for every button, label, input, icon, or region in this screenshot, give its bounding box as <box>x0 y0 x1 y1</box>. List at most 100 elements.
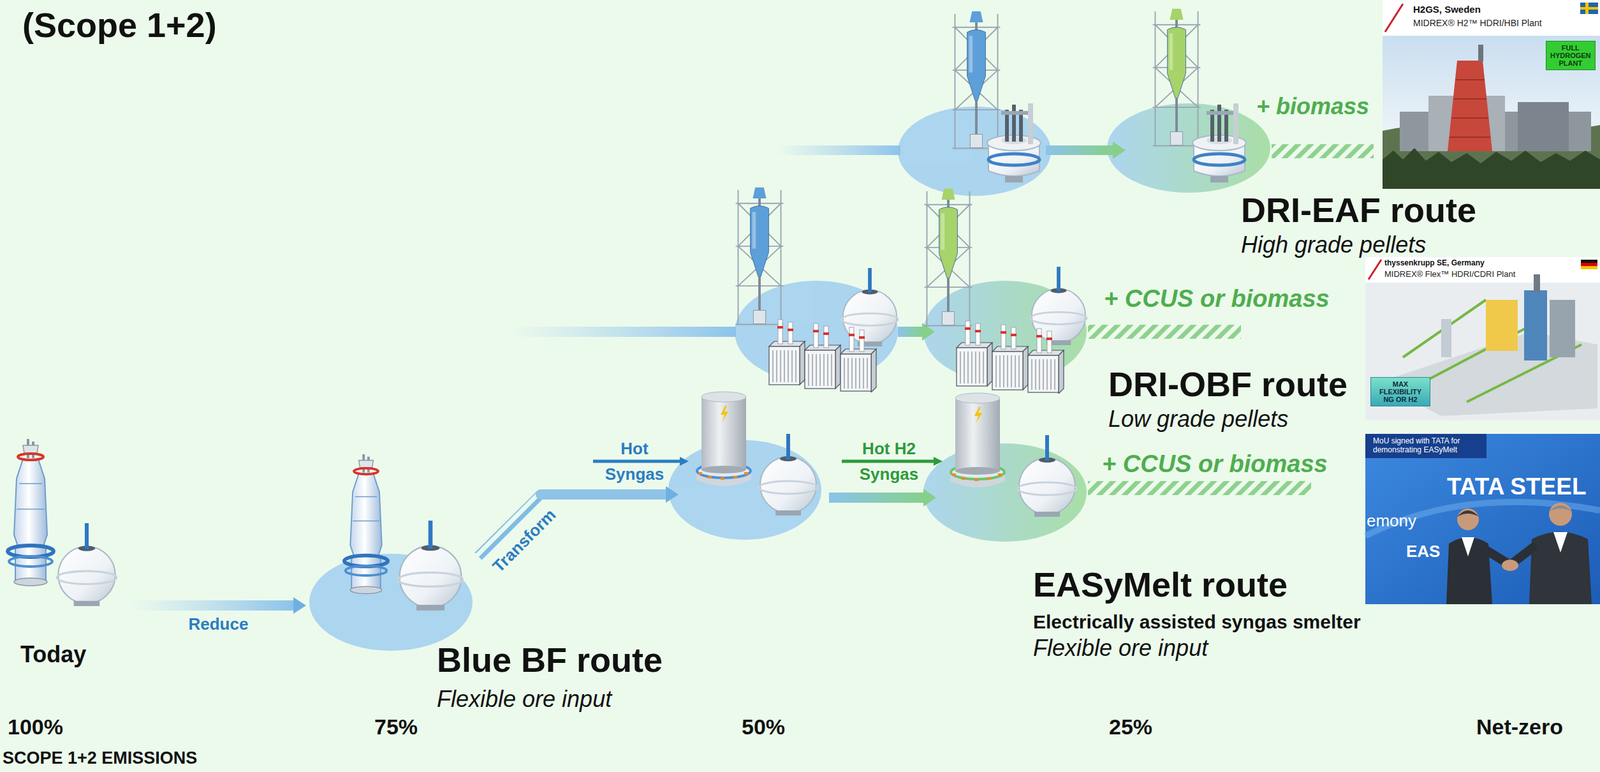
route-title: DRI-OBF route <box>1108 364 1348 404</box>
forest <box>1382 147 1600 189</box>
syngas-arrows <box>593 456 943 466</box>
shaft-furnace <box>952 11 1001 149</box>
axis-label: 25% <box>1108 714 1153 740</box>
converter <box>397 520 463 611</box>
person <box>1529 531 1592 605</box>
flow-label: Hot Syngas <box>602 435 667 487</box>
route-subtitle: Electrically assisted syngas smelter <box>1033 610 1361 634</box>
arc-furnace <box>987 103 1041 183</box>
route-group: DRI-EAF routeHigh grade pellets <box>1230 188 1486 261</box>
brand-mark <box>1385 3 1403 32</box>
hatched-band <box>1087 324 1241 339</box>
flag <box>1580 262 1598 266</box>
head <box>1457 508 1479 530</box>
option-label: + CCUS or biomass <box>1103 285 1330 314</box>
connector-band <box>540 489 666 500</box>
hatched-band <box>1271 144 1374 159</box>
flag <box>1580 265 1598 270</box>
route-note: Low grade pellets <box>1108 406 1289 432</box>
converter <box>758 433 818 516</box>
connector-joint <box>535 489 546 500</box>
photo-ground <box>1382 0 1600 189</box>
route-title: Blue BF route <box>436 639 663 680</box>
photo-header <box>1382 0 1600 36</box>
converter <box>56 522 117 606</box>
photo-panel: TATA STEELemonyEASMoU signed with TATA f… <box>1365 433 1600 604</box>
open-bath-furnace <box>769 319 877 393</box>
photo-header <box>1365 256 1600 283</box>
photo-panel: thyssenkrupp SE, GermanyMIDREX® Flex™ HD… <box>1365 256 1600 421</box>
syngas-arrow <box>593 459 682 463</box>
photo-scene <box>1365 256 1600 421</box>
photo-title: thyssenkrupp SE, Germany <box>1384 258 1485 268</box>
syngas-arrow <box>841 459 935 463</box>
shaft-furnace <box>1152 8 1201 147</box>
connector-label: Transform <box>489 505 560 576</box>
photo-caption: MIDREX® Flex™ HDRI/CDRI Plant <box>1384 269 1516 280</box>
arc-furnace <box>1192 103 1247 183</box>
brand-mark <box>1368 259 1382 280</box>
hatched-band <box>1087 480 1312 495</box>
route-title: DRI-EAF route <box>1240 190 1477 230</box>
plant-building <box>1549 299 1576 358</box>
flow-head <box>1112 141 1126 159</box>
converter <box>1017 434 1077 517</box>
diagram-title: (Scope 1+2) <box>22 5 217 45</box>
caption-tab: MoU signed with TATA for demonstrating E… <box>1365 433 1487 458</box>
handshake <box>1501 559 1519 571</box>
badge-box: MAX FLEXIBILITY NG OR H2 <box>1370 376 1431 407</box>
shirt <box>1461 536 1475 557</box>
plant-building <box>1485 299 1518 351</box>
plant-tower <box>1441 318 1452 358</box>
flag <box>1580 2 1599 15</box>
arrow-head <box>293 596 307 614</box>
photo-caption: MIDREX® H2™ HDRI/HBI Plant <box>1413 17 1542 29</box>
axis-label: 75% <box>374 714 418 740</box>
photo-panel: H2GS, SwedenMIDREX® H2™ HDRI/HBI PlantFU… <box>1382 0 1600 189</box>
arrow-head <box>679 456 689 466</box>
flag <box>1580 7 1599 10</box>
route-group: Blue BF routeFlexible ore input <box>306 556 676 715</box>
stack <box>1478 44 1484 62</box>
hair <box>1457 510 1479 517</box>
flow-pipe <box>829 492 925 503</box>
flow-pipe <box>1045 145 1113 155</box>
shaft-furnace <box>924 188 973 326</box>
banner-text: EAS <box>1406 542 1440 562</box>
tab-text: MoU signed with TATA for demonstrating E… <box>1372 436 1481 455</box>
smelter <box>696 391 752 486</box>
axis-title: SCOPE 1+2 EMISSIONS <box>2 748 198 768</box>
arrow-head <box>665 485 679 503</box>
tower-lines <box>1449 79 1491 138</box>
shaft-furnace <box>735 187 784 325</box>
axis-label: 100% <box>7 714 64 740</box>
photo-title: H2GS, Sweden <box>1413 3 1481 15</box>
option-label: + CCUS or biomass <box>1101 450 1328 479</box>
flow-pipe <box>510 326 736 337</box>
photo-scene <box>1365 433 1600 604</box>
head <box>1548 502 1572 526</box>
route-note: High grade pellets <box>1240 232 1426 258</box>
connector-label: Reduce <box>188 614 249 634</box>
stage-label: Today <box>20 640 87 668</box>
flow-pipe <box>897 326 924 337</box>
photo-ground <box>1365 256 1600 421</box>
connector-band <box>130 600 294 611</box>
route-title: EASyMelt route <box>1033 564 1288 604</box>
route-note: Flexible ore input <box>436 686 612 712</box>
plant-building <box>1524 290 1548 361</box>
axis-label: 50% <box>741 714 786 740</box>
badge-text: MAX FLEXIBILITY NG OR H2 <box>1374 380 1426 404</box>
blast-furnace <box>344 454 388 594</box>
axis-label: Net-zero <box>1476 714 1564 740</box>
arrow-head <box>933 456 943 466</box>
logo-text: TATA STEEL <box>1446 473 1587 501</box>
smelter <box>950 392 1006 488</box>
stage-platform <box>1107 103 1271 193</box>
flag <box>1580 259 1598 263</box>
plant-building <box>1517 102 1569 152</box>
badge-box: FULL HYDROGEN PLANT <box>1545 40 1596 71</box>
flow-label: Hot H2 Syngas <box>851 435 927 487</box>
stage-group: Today <box>3 433 131 676</box>
